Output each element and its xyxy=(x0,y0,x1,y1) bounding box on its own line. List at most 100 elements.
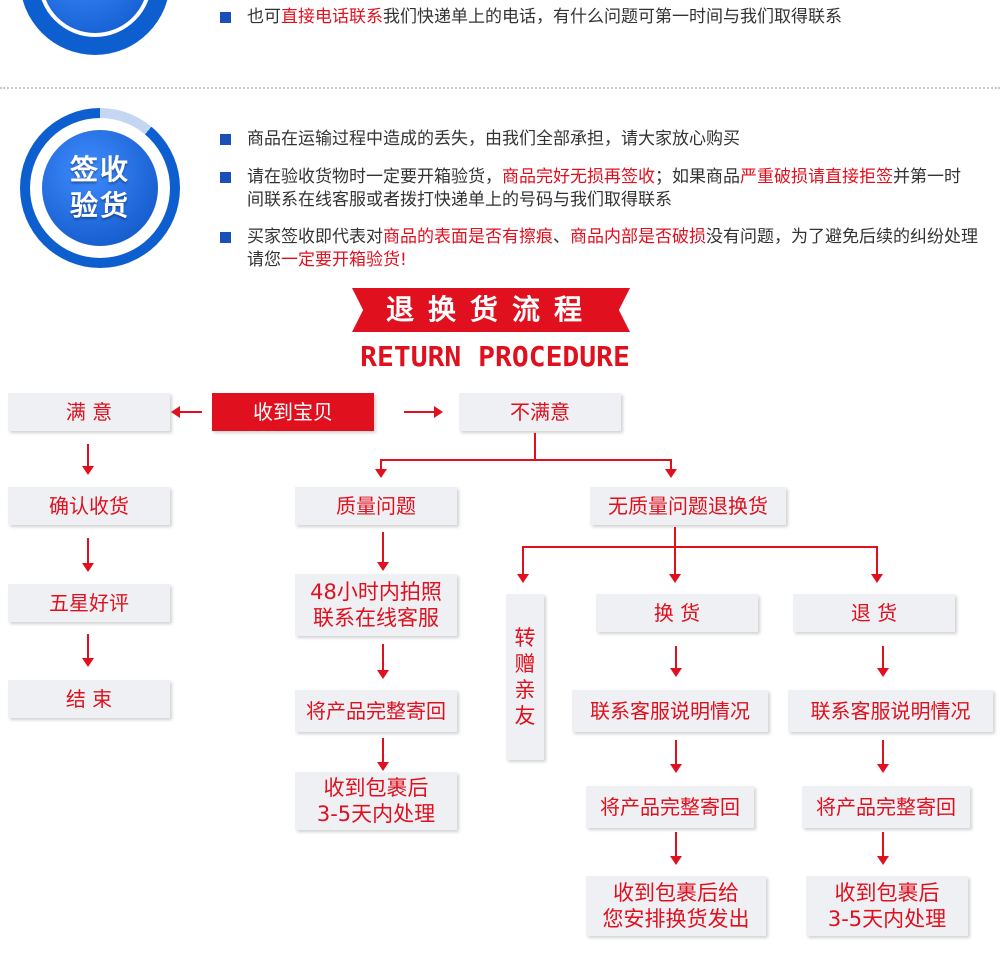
arrow-down-icon xyxy=(670,856,682,865)
satisfied-box: 满 意 xyxy=(8,393,170,431)
section-divider xyxy=(0,87,1000,89)
bullet-icon xyxy=(220,12,231,23)
arrow-down-icon xyxy=(82,563,94,572)
photo-box: 48小时内拍照 联系在线客服 xyxy=(295,574,457,636)
arrow-down-icon xyxy=(877,856,889,865)
arrow-down-icon xyxy=(669,574,681,583)
photo-line-1: 48小时内拍照 xyxy=(310,580,442,604)
refund-done-line-2: 3-5天内处理 xyxy=(827,907,947,931)
arrow-down-icon xyxy=(670,764,682,773)
sign-item-2-red1: 商品完好无损再签收 xyxy=(502,167,655,187)
contact-note-text-b: 我们快递单上的电话，有什么问题可第一时间与我们取得联系 xyxy=(383,7,842,27)
arrow-left-icon xyxy=(171,406,180,418)
contact-note: 也可直接电话联系我们快递单上的电话，有什么问题可第一时间与我们取得联系 xyxy=(247,6,842,29)
connector xyxy=(534,433,536,460)
connector xyxy=(876,546,878,574)
exchange-box: 换 货 xyxy=(596,594,758,632)
sign-badge-line1: 签收 xyxy=(69,153,130,186)
connector xyxy=(675,740,677,764)
exchange-done-line-1: 收到包裹后给 xyxy=(613,881,739,905)
connector xyxy=(670,459,672,469)
bullet-icon xyxy=(220,232,231,243)
connector xyxy=(87,444,89,466)
refund-done-line-1: 收到包裹后 xyxy=(834,881,940,905)
arrow-down-icon xyxy=(665,469,677,478)
sign-item-3-a: 买家签收即代表对 xyxy=(247,227,383,247)
received-box: 收到宝贝 xyxy=(212,393,374,431)
arrow-right-icon xyxy=(434,406,443,418)
sign-item-1: 商品在运输过程中造成的丢失，由我们全部承担，请大家放心购买 xyxy=(247,129,740,149)
exchange-return-box: 将产品完整寄回 xyxy=(586,786,754,828)
sign-item-2-a: 请在验收货物时一定要开箱验货， xyxy=(247,167,502,187)
connector xyxy=(882,740,884,764)
sign-badge: 签收 验货 xyxy=(20,108,180,268)
arrow-down-icon xyxy=(375,469,387,478)
connector xyxy=(87,538,89,563)
quality-box: 质量问题 xyxy=(295,487,457,525)
sign-item-2-c: 并第一时间联系在线客服或者拨打快递单上的号码与我们取得联系 xyxy=(247,167,961,210)
return-product-box: 将产品完整寄回 xyxy=(295,690,457,732)
arrow-down-icon xyxy=(871,574,883,583)
connector xyxy=(382,532,384,562)
arrow-down-icon xyxy=(377,562,389,571)
five-star-box: 五星好评 xyxy=(8,584,170,622)
arrow-down-icon xyxy=(517,574,529,583)
connector xyxy=(522,546,878,548)
connector xyxy=(380,459,382,469)
refund-return-box: 将产品完整寄回 xyxy=(802,786,970,828)
gift-box: 转 赠 亲 友 xyxy=(506,594,544,760)
contact-note-red: 直接电话联系 xyxy=(281,7,383,27)
gift-char: 友 xyxy=(514,704,536,728)
end-box: 结 束 xyxy=(8,680,170,718)
arrow-down-icon xyxy=(377,670,389,679)
gift-char: 亲 xyxy=(514,678,536,702)
connector xyxy=(380,459,672,461)
connector xyxy=(382,644,384,670)
sign-item-3-red1: 商品的表面是否有擦痕 xyxy=(383,227,553,247)
connector xyxy=(87,634,89,658)
procedure-subtitle: RETURN PROCEDURE xyxy=(360,340,630,373)
sign-badge-line2: 验货 xyxy=(69,189,130,222)
photo-line-2: 联系在线客服 xyxy=(313,606,439,630)
bullet-icon xyxy=(220,134,231,145)
sign-item-2-red2: 严重破损请直接拒签 xyxy=(740,167,893,187)
exchange-done-box: 收到包裹后给 您安排换货发出 xyxy=(586,876,766,936)
arrow-down-icon xyxy=(670,668,682,677)
contact-note-text-a: 也可 xyxy=(247,7,281,27)
sign-item-3-b: 、 xyxy=(553,227,570,247)
procedure-title: 退换货流程 xyxy=(352,288,630,332)
arrow-down-icon xyxy=(877,764,889,773)
sign-item-3-red3: 一定要开箱验货! xyxy=(281,250,407,270)
exchange-contact-box: 联系客服说明情况 xyxy=(572,690,768,732)
bullet-icon xyxy=(220,172,231,183)
process-line-2: 3-5天内处理 xyxy=(316,802,436,826)
sign-item-3-c: 没有问题，为了避免后续的纠纷处理请您 xyxy=(247,227,978,270)
exchange-done-line-2: 您安排换货发出 xyxy=(602,907,750,931)
connector xyxy=(882,832,884,856)
arrow-down-icon xyxy=(377,762,389,771)
sign-item-2-b: ；如果商品 xyxy=(655,167,740,187)
connector xyxy=(522,546,524,574)
sign-item-3-red2: 商品内部是否破损 xyxy=(570,227,706,247)
process-line-1: 收到包裹后 xyxy=(323,776,429,800)
connector xyxy=(675,832,677,856)
connector xyxy=(674,546,676,574)
connector xyxy=(674,527,676,547)
refund-contact-box: 联系客服说明情况 xyxy=(788,690,993,732)
gift-char: 转 xyxy=(514,626,536,650)
connector xyxy=(180,411,202,413)
arrow-down-icon xyxy=(82,658,94,667)
connector xyxy=(404,411,434,413)
refund-done-box: 收到包裹后 3-5天内处理 xyxy=(806,876,968,936)
sign-item-3: 买家签收即代表对商品的表面是否有擦痕、商品内部是否破损没有问题，为了避免后续的纠… xyxy=(247,226,992,272)
refund-box: 退 货 xyxy=(793,594,955,632)
confirm-box: 确认收货 xyxy=(8,487,170,525)
no-quality-box: 无质量问题退换货 xyxy=(590,487,786,525)
process-box: 收到包裹后 3-5天内处理 xyxy=(295,772,457,830)
arrow-down-icon xyxy=(82,466,94,475)
arrow-down-icon xyxy=(877,668,889,677)
connector xyxy=(382,738,384,762)
connector xyxy=(675,646,677,668)
sign-item-2: 请在验收货物时一定要开箱验货，商品完好无损再签收；如果商品严重破损请直接拒签并第… xyxy=(247,166,972,212)
gift-char: 赠 xyxy=(514,652,536,676)
